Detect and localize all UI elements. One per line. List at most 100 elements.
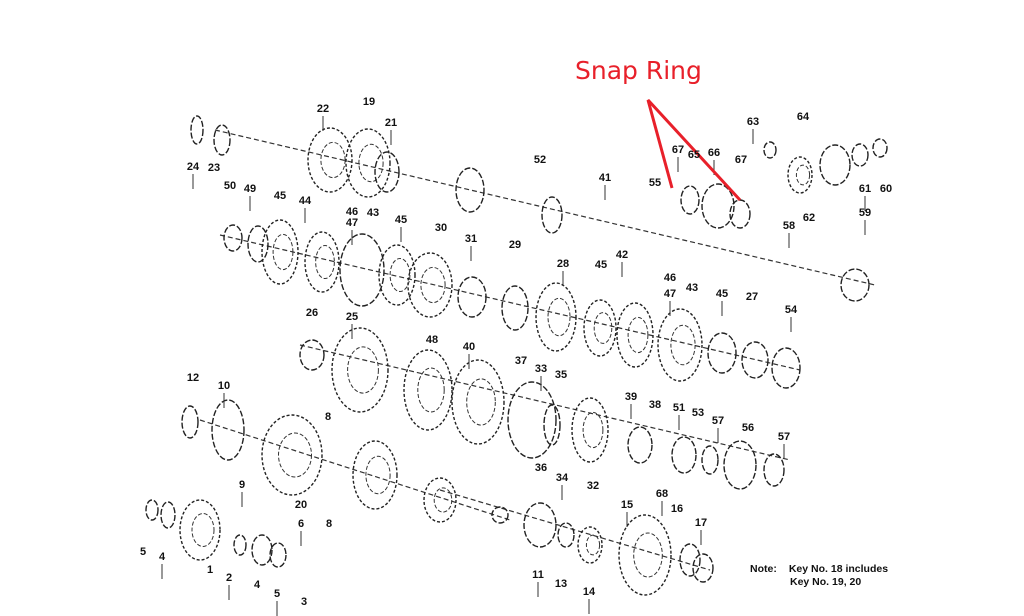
gear-bore [272,233,294,271]
gear-outline [763,453,785,487]
part-label: 47 [663,288,677,300]
part-label: 53 [691,407,705,419]
part-label: 13 [554,578,568,590]
gear-outline [692,553,714,583]
part-label: 24 [186,161,200,173]
part-label: 32 [586,480,600,492]
shaft-outline [299,344,791,461]
gear-outline [181,405,199,439]
gear-bore [278,432,312,478]
part-label: 63 [746,116,760,128]
gear-bore [466,378,496,426]
gear-outline [507,381,557,459]
part-label: 54 [784,304,798,316]
gear-outline [851,143,869,167]
part-label: 47 [345,217,359,229]
gear-outline [771,347,801,389]
part-label: 26 [305,307,319,319]
part-label: 29 [508,239,522,251]
gear-outline [455,167,485,213]
part-label: 39 [624,391,638,403]
gear-outline [787,156,813,194]
gear-outline [701,445,719,475]
part-label: 50 [223,180,237,192]
gear-outline [618,514,672,596]
gear-bore [420,266,446,304]
part-label: 42 [615,249,629,261]
gear-outline [374,151,400,193]
gear-bore [320,141,346,179]
part-label: 57 [777,431,791,443]
gear-outline [523,502,557,548]
gear-outline [616,302,654,368]
gear-outline [407,252,453,318]
gear-outline [657,308,703,382]
part-label: 52 [533,154,547,166]
part-label: 4 [253,579,261,591]
part-label: 11 [532,569,544,581]
part-label: 45 [394,214,408,226]
part-label: 56 [741,422,755,434]
part-label: 16 [670,503,684,515]
part-label: 41 [598,172,612,184]
part-label: 21 [384,117,398,129]
gear-outline [707,332,737,374]
part-label: 25 [345,311,359,323]
part-label: 35 [554,369,568,381]
part-label: 31 [464,233,478,245]
gear-outline [701,183,735,229]
gear-outline [451,359,505,445]
part-label: 28 [556,258,570,270]
shaft-outline [439,489,711,571]
snap-ring-pointer [646,98,742,202]
gear-outline [331,327,389,413]
part-label: 57 [711,415,725,427]
gear-bore [191,513,215,547]
note-line-2: Key No. 19, 20 [790,576,862,588]
part-label: 17 [694,517,708,529]
part-label: 40 [462,341,476,353]
part-label: 59 [858,207,872,219]
part-label: 19 [362,96,376,108]
gear-outline [541,196,563,234]
note-text: Note:Key No. 18 includes Key No. 19, 20 [750,563,888,589]
gear-outline [190,115,204,145]
gear-outline [543,404,561,446]
part-label: 43 [685,282,699,294]
gear-outline [535,282,577,352]
gear-outline [741,341,769,379]
note-prefix: Note: [750,563,777,575]
gear-outline [160,501,176,529]
part-label: 23 [207,162,221,174]
gear-outline [211,399,245,461]
gear-outline [339,233,385,307]
gear-outline [299,339,325,371]
part-label: 33 [534,363,548,375]
part-label: 6 [297,518,305,530]
part-label: 1 [206,564,214,576]
gear-outline [501,285,529,331]
gear-bore [585,534,601,556]
part-label: 37 [514,355,528,367]
gear-bore [633,532,663,578]
part-label: 44 [298,195,312,207]
gear-bore [417,367,445,413]
gear-outline [213,124,231,156]
gear-outline [345,128,391,198]
gear-bore [593,312,613,344]
part-label: 38 [648,399,662,411]
gear-bore [547,297,571,337]
gear-bore [433,487,453,513]
part-label: 45 [594,259,608,271]
part-label: 14 [582,586,596,598]
snap-ring-callout: Snap Ring [575,56,702,85]
gear-bore [347,346,379,394]
gear-outline [557,522,575,548]
part-label: 43 [366,207,380,219]
gear-outline [577,526,603,564]
part-label: 46 [345,206,359,218]
gear-bore [315,245,335,279]
gear-outline [261,414,323,496]
part-label: 3 [300,596,308,608]
